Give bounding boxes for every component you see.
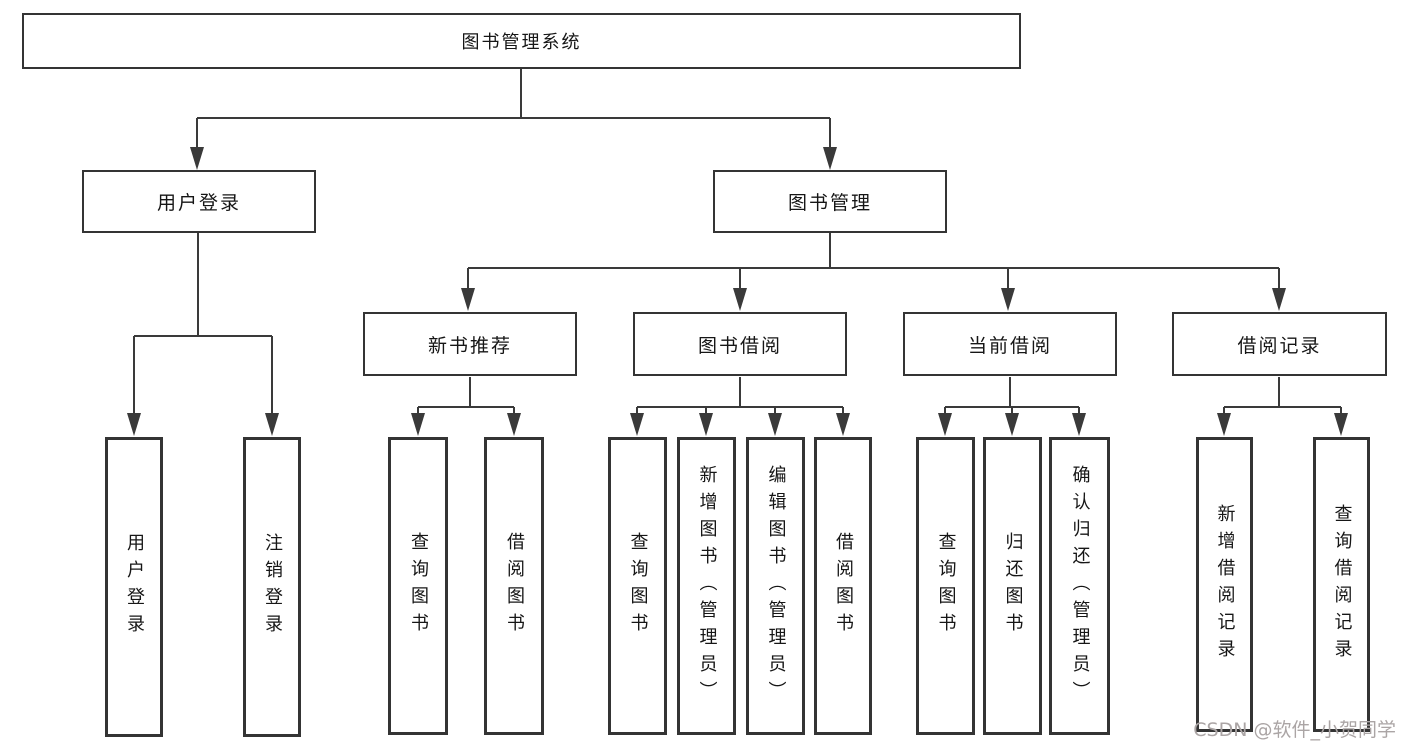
node-borrow-records: 借阅记录 bbox=[1172, 312, 1387, 376]
leaf-cb-return-books: 归还图书 bbox=[983, 437, 1042, 735]
node-new-book-recommend: 新书推荐 bbox=[363, 312, 577, 376]
leaf-bb-borrow-books-label: 借阅图书 bbox=[833, 532, 854, 640]
leaf-bb-query-books: 查询图书 bbox=[608, 437, 667, 735]
leaf-br-add-record: 新增借阅记录 bbox=[1196, 437, 1253, 732]
node-borrow-records-label: 借阅记录 bbox=[1237, 334, 1322, 357]
leaf-nb-borrow-books: 借阅图书 bbox=[484, 437, 544, 735]
leaf-cb-confirm-return-admin: 确认归还（管理员） bbox=[1049, 437, 1110, 735]
leaf-br-add-record-label: 新增借阅记录 bbox=[1214, 503, 1236, 666]
arrowhead-icons bbox=[127, 147, 1348, 436]
leaf-cb-return-books-label: 归还图书 bbox=[1002, 532, 1024, 640]
leaf-logout-label: 注销登录 bbox=[262, 533, 283, 641]
leaf-bb-edit-books-admin: 编辑图书（管理员） bbox=[746, 437, 805, 735]
node-current-borrow-label: 当前借阅 bbox=[967, 334, 1052, 357]
leaf-bb-query-books-label: 查询图书 bbox=[627, 532, 649, 640]
leaf-cb-query-books: 查询图书 bbox=[916, 437, 975, 735]
leaf-br-query-record: 查询借阅记录 bbox=[1313, 437, 1370, 732]
node-book-borrow-label: 图书借阅 bbox=[697, 334, 782, 357]
leaf-bb-edit-books-admin-label: 编辑图书（管理员） bbox=[765, 464, 787, 708]
leaf-nb-query-books-label: 查询图书 bbox=[408, 532, 429, 640]
node-book-borrow: 图书借阅 bbox=[633, 312, 847, 376]
node-user-login-label: 用户登录 bbox=[156, 192, 241, 214]
csdn-watermark: CSDN @软件_小贺同学 bbox=[1193, 719, 1396, 741]
leaf-user-login-label: 用户登录 bbox=[124, 533, 145, 641]
leaf-bb-add-books-admin: 新增图书（管理员） bbox=[677, 437, 736, 735]
node-root: 图书管理系统 bbox=[22, 13, 1021, 69]
leaf-nb-query-books: 查询图书 bbox=[388, 437, 448, 735]
node-current-borrow: 当前借阅 bbox=[903, 312, 1117, 376]
node-user-login: 用户登录 bbox=[82, 170, 316, 233]
node-root-label: 图书管理系统 bbox=[461, 32, 582, 53]
node-book-management-label: 图书管理 bbox=[787, 192, 872, 214]
leaf-nb-borrow-books-label: 借阅图书 bbox=[504, 532, 525, 640]
leaf-user-login: 用户登录 bbox=[105, 437, 163, 737]
leaf-bb-add-books-admin-label: 新增图书（管理员） bbox=[696, 464, 718, 708]
leaf-cb-query-books-label: 查询图书 bbox=[935, 532, 957, 640]
node-new-book-recommend-label: 新书推荐 bbox=[427, 334, 512, 357]
leaf-cb-confirm-return-admin-label: 确认归还（管理员） bbox=[1069, 464, 1091, 708]
leaf-logout: 注销登录 bbox=[243, 437, 301, 737]
node-book-management: 图书管理 bbox=[713, 170, 947, 233]
leaf-bb-borrow-books: 借阅图书 bbox=[814, 437, 872, 735]
leaf-br-query-record-label: 查询借阅记录 bbox=[1331, 503, 1353, 666]
